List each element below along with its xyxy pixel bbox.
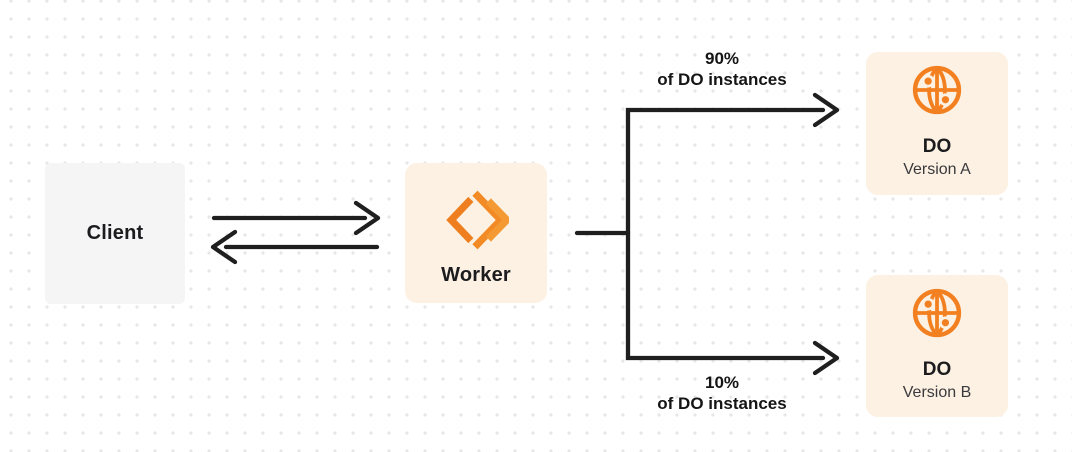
do-b-title: DO: [922, 359, 952, 380]
arrowhead-bottom-branch-icon: [812, 340, 840, 376]
do-b-subtitle: Version B: [902, 384, 972, 401]
edge-label-90-percent: 90% of DO instances: [612, 48, 832, 90]
node-worker: Worker: [405, 163, 547, 303]
branch-bracket: [625, 107, 826, 361]
do-a-title: DO: [922, 136, 952, 157]
workers-chevrons-icon: [446, 190, 509, 250]
edge-label-90-line1: 90%: [704, 49, 740, 68]
edge-label-10-line1: 10%: [704, 373, 740, 392]
globe-icon: [912, 288, 962, 338]
arrowhead-right-icon: [353, 200, 381, 236]
edge-label-10-line2: of DO instances: [657, 394, 787, 413]
client-label: Client: [86, 222, 144, 244]
globe-icon: [912, 65, 962, 115]
arrowhead-left-icon: [210, 229, 238, 265]
arrowhead-top-branch-icon: [812, 92, 840, 128]
worker-label: Worker: [441, 264, 511, 286]
do-a-subtitle: Version A: [903, 161, 971, 178]
node-do-version-b: DO Version B: [866, 275, 1008, 417]
node-do-version-a: DO Version A: [866, 52, 1008, 195]
node-client: Client: [45, 163, 185, 304]
edge-label-10-percent: 10% of DO instances: [612, 372, 832, 414]
edge-label-90-line2: of DO instances: [657, 70, 787, 89]
